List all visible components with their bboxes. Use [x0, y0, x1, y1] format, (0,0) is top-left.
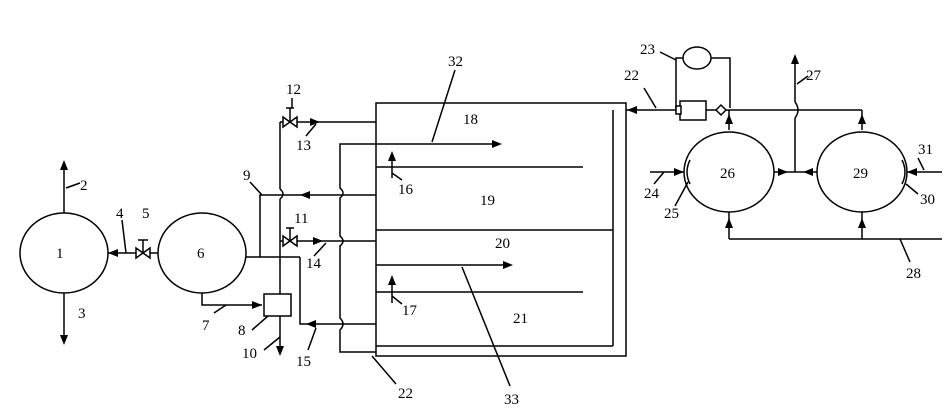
line-7	[201, 293, 262, 306]
arrow-22	[627, 106, 637, 114]
leader-28	[899, 238, 911, 263]
label-2: 2	[80, 178, 88, 194]
label-30: 30	[920, 192, 935, 208]
leader-30	[905, 183, 919, 195]
label-25: 25	[664, 206, 679, 222]
leader-14	[313, 242, 327, 257]
leader-15	[307, 327, 317, 351]
label-17: 17	[402, 303, 418, 319]
vessel-1	[19, 212, 109, 294]
arrow-4	[108, 249, 118, 257]
arrow-2	[60, 160, 68, 170]
leader-33	[461, 266, 511, 387]
arrow-13	[310, 118, 320, 126]
label-6: 6	[197, 246, 205, 262]
label-15: 15	[296, 354, 311, 370]
arrow-26-29	[778, 168, 788, 176]
leader-22b	[643, 87, 657, 109]
label-14: 14	[306, 256, 322, 272]
leader-24	[653, 171, 665, 185]
label-23: 23	[640, 42, 655, 58]
leader-10	[263, 336, 281, 351]
label-12: 12	[286, 82, 301, 98]
line-15	[299, 257, 376, 325]
label-1: 1	[56, 246, 64, 262]
leader-13	[305, 123, 317, 137]
label-31: 31	[918, 142, 933, 158]
label-20: 20	[495, 236, 510, 252]
label-8: 8	[238, 323, 246, 339]
label-16: 16	[398, 182, 414, 198]
label-19: 19	[480, 193, 495, 209]
arrow-27	[791, 54, 799, 64]
leader-27	[796, 75, 809, 85]
leader-17	[391, 295, 403, 305]
arrow-32	[492, 140, 502, 148]
arrow-26-up	[725, 114, 733, 124]
leader-32	[431, 69, 456, 143]
leader-22a	[371, 355, 397, 385]
arrow-16	[388, 151, 396, 161]
label-11: 11	[294, 211, 308, 227]
leader-31	[917, 157, 925, 171]
label-22b: 22	[624, 68, 639, 84]
leader-7	[213, 304, 227, 314]
label-3: 3	[78, 306, 86, 322]
separator-8	[263, 293, 292, 317]
label-28: 28	[906, 266, 921, 282]
arrow-10	[276, 346, 284, 356]
line-22-bypass	[339, 143, 376, 353]
leader-25	[674, 181, 689, 207]
label-26: 26	[720, 166, 736, 182]
device-23-port	[675, 105, 682, 115]
arrow-29-up	[858, 114, 866, 124]
line-27-hop	[794, 101, 799, 119]
leader-4	[121, 219, 127, 254]
label-10: 10	[242, 346, 257, 362]
gauge-23	[682, 46, 712, 70]
label-13: 13	[296, 138, 311, 154]
line-9	[259, 194, 376, 257]
leader-9	[249, 181, 263, 196]
label-33: 33	[504, 392, 519, 408]
label-9: 9	[243, 168, 251, 184]
leader-16	[391, 172, 403, 181]
label-27: 27	[806, 68, 822, 84]
arrow-3	[60, 335, 68, 345]
arrow-14	[313, 237, 323, 245]
label-22a: 22	[398, 386, 413, 402]
label-24: 24	[644, 186, 660, 202]
arrow-15	[306, 320, 316, 328]
arrow-28-26	[725, 218, 733, 228]
device-23-check	[714, 103, 728, 117]
device-23-box	[679, 100, 707, 121]
arrow-7	[252, 301, 262, 309]
arrow-28-29	[858, 218, 866, 228]
label-5: 5	[142, 206, 150, 222]
label-21: 21	[513, 311, 528, 327]
label-29: 29	[853, 166, 868, 182]
riser-12-hop	[279, 188, 284, 200]
baffle-25	[686, 159, 691, 185]
arrow-24	[674, 168, 684, 176]
arrow-17	[388, 275, 396, 285]
arrow-9	[300, 191, 310, 199]
leader-23	[659, 51, 677, 61]
arrow-29-26	[803, 168, 813, 176]
leader-2	[65, 182, 81, 189]
label-18: 18	[463, 112, 478, 128]
label-4: 4	[116, 206, 124, 222]
label-7: 7	[202, 318, 210, 334]
label-32: 32	[448, 54, 463, 70]
baffle-30	[901, 159, 906, 185]
arrow-31	[907, 168, 917, 176]
arrow-33	[503, 261, 513, 269]
leader-8	[251, 315, 269, 331]
